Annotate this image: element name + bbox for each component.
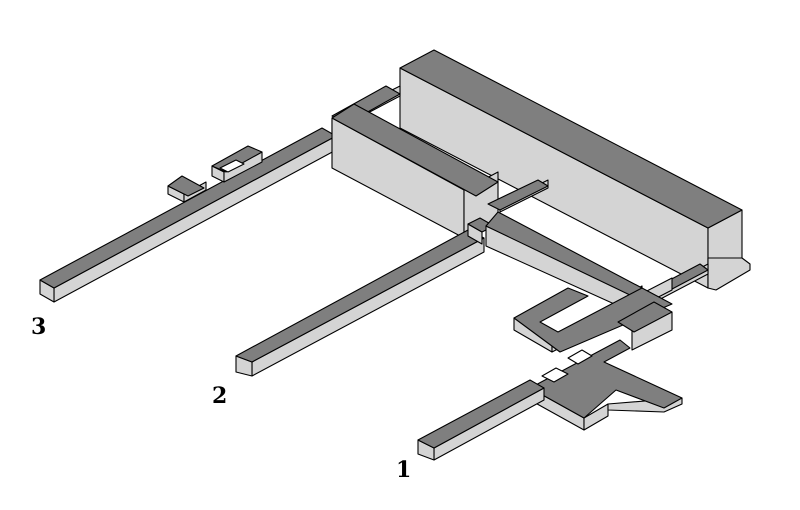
corridor-1-label: 1 (396, 457, 412, 483)
corridor-2 (235, 217, 495, 377)
corridor-3 (39, 127, 337, 303)
large-back-block (399, 49, 751, 291)
corridor-2-label: 2 (212, 383, 228, 409)
corridor-1-complex (417, 277, 683, 461)
corridor-3-label: 3 (31, 314, 47, 340)
cross-connector (487, 179, 549, 213)
corridor-3-side-chambers (167, 145, 263, 203)
